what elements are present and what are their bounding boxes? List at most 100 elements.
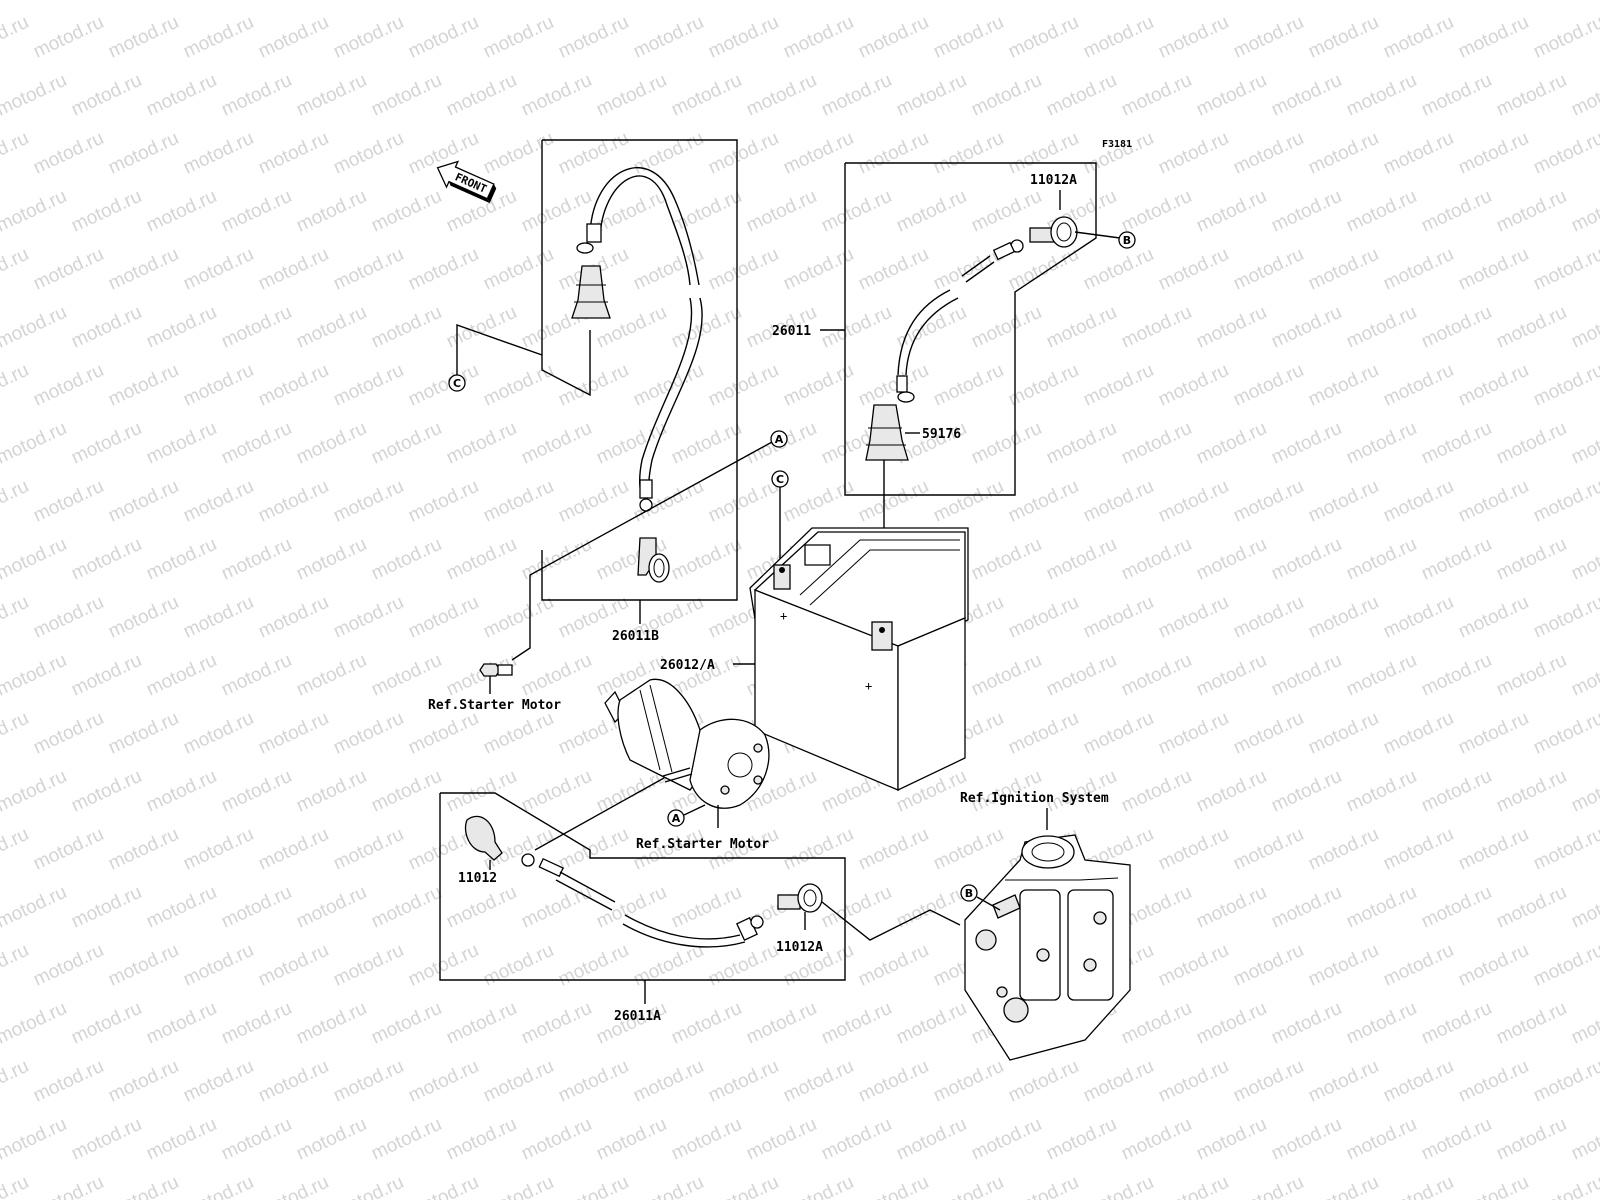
watermark-text: motod.ru — [930, 1056, 1007, 1107]
watermark-text: motod.ru — [330, 708, 407, 759]
watermark-text: motod.ru — [1268, 1114, 1345, 1165]
watermark-text: motod.ru — [1418, 70, 1495, 121]
watermark-text: motod.ru — [30, 940, 107, 991]
svg-text:+: + — [865, 679, 872, 693]
watermark-text: motod.ru — [930, 128, 1007, 179]
watermark-text: motod.ru — [855, 1056, 932, 1107]
watermark-text: motod.ru — [30, 592, 107, 643]
watermark-text: motod.ru — [1455, 824, 1532, 875]
callout-c-2: C — [776, 473, 784, 486]
watermark-text: motod.ru — [668, 70, 745, 121]
watermark-text: motod.ru — [1343, 882, 1420, 933]
watermark-text: motod.ru — [30, 476, 107, 527]
watermark-text: motod.ru — [593, 418, 670, 469]
watermark-text: motod.ru — [0, 1114, 70, 1165]
watermark-text: motod.ru — [1268, 418, 1345, 469]
watermark-text: motod.ru — [218, 1114, 295, 1165]
watermark-text: motod.ru — [1268, 302, 1345, 353]
watermark-text: motod.ru — [443, 766, 520, 817]
watermark-text: motod.ru — [1118, 1114, 1195, 1165]
watermark-text: motod.ru — [1305, 476, 1382, 527]
watermark-text: motod.ru — [330, 128, 407, 179]
watermark-text: motod.ru — [1155, 476, 1232, 527]
watermark-text: motod.ru — [218, 766, 295, 817]
watermark-text: motod.ru — [480, 708, 557, 759]
watermark-text: motod.ru — [1080, 592, 1157, 643]
watermark-text: motod.ru — [1418, 1114, 1495, 1165]
watermark-text: motod.ru — [1230, 476, 1307, 527]
watermark-text: motod.ru — [1418, 650, 1495, 701]
watermark-text: motod.ru — [255, 824, 332, 875]
watermark-text: motod.ru — [443, 0, 520, 5]
watermark-text: motod.ru — [705, 360, 782, 411]
watermark-text: motod.ru — [68, 186, 145, 237]
watermark-text: motod.ru — [668, 418, 745, 469]
watermark-text: motod.ru — [893, 302, 970, 353]
watermark-text: motod.ru — [1343, 534, 1420, 585]
watermark-text: motod.ru — [180, 244, 257, 295]
watermark-text: motod.ru — [668, 1114, 745, 1165]
watermark-text: motod.ru — [1230, 824, 1307, 875]
watermark-text: motod.ru — [1268, 650, 1345, 701]
watermark-text: motod.ru — [368, 0, 445, 5]
watermark-text: motod.ru — [1343, 766, 1420, 817]
watermark-text: motod.ru — [555, 1056, 632, 1107]
watermark-text: motod.ru — [1268, 186, 1345, 237]
watermark-text: motod.ru — [1193, 998, 1270, 1049]
watermark-text: motod.ru — [555, 360, 632, 411]
watermark-text: motod.ru — [668, 998, 745, 1049]
svg-text:+: + — [780, 609, 787, 623]
watermark-text: motod.ru — [218, 418, 295, 469]
watermark-text: motod.ru — [443, 882, 520, 933]
watermark-text: motod.ru — [1380, 708, 1457, 759]
watermark-text: motod.ru — [405, 708, 482, 759]
watermark-text: motod.ru — [105, 360, 182, 411]
watermark-text: motod.ru — [218, 882, 295, 933]
watermark-text: motod.ru — [630, 12, 707, 63]
watermark-text: motod.ru — [255, 476, 332, 527]
watermark-text: motod.ru — [855, 360, 932, 411]
watermark-text: motod.ru — [1568, 418, 1600, 469]
watermark-text: motod.ru — [1380, 476, 1457, 527]
watermark-text: motod.ru — [180, 1056, 257, 1107]
watermark-text: motod.ru — [405, 1172, 482, 1200]
watermark-text: motod.ru — [593, 882, 670, 933]
figure-code: F3181 — [1102, 139, 1132, 150]
watermark-text: motod.ru — [68, 302, 145, 353]
watermark-text: motod.ru — [1080, 128, 1157, 179]
watermark-text: motod.ru — [68, 766, 145, 817]
watermark-text: motod.ru — [293, 998, 370, 1049]
watermark-text: motod.ru — [1455, 360, 1532, 411]
watermark-text: motod.ru — [0, 882, 70, 933]
watermark-text: motod.ru — [1530, 128, 1600, 179]
watermark-text: motod.ru — [0, 302, 70, 353]
watermark-text: motod.ru — [630, 1172, 707, 1200]
watermark-text: motod.ru — [218, 186, 295, 237]
watermark-text: motod.ru — [968, 1114, 1045, 1165]
watermark-text: motod.ru — [368, 998, 445, 1049]
watermark-text: motod.ru — [518, 186, 595, 237]
watermark-text: motod.ru — [0, 128, 32, 179]
watermark-text: motod.ru — [1568, 70, 1600, 121]
watermark-text: motod.ru — [180, 12, 257, 63]
watermark-text: motod.ru — [0, 650, 70, 701]
watermark-text: motod.ru — [68, 882, 145, 933]
watermark-text: motod.ru — [518, 882, 595, 933]
watermark-text: motod.ru — [405, 360, 482, 411]
c-leader-line — [456, 324, 591, 397]
watermark-text: motod.ru — [1455, 128, 1532, 179]
watermark-text: motod.ru — [1193, 418, 1270, 469]
watermark-text: motod.ru — [1118, 302, 1195, 353]
watermark-text: motod.ru — [1418, 418, 1495, 469]
callout-a-1: A — [775, 433, 784, 446]
watermark-text: motod.ru — [630, 128, 707, 179]
watermark-text: motod.ru — [705, 12, 782, 63]
watermark-text: motod.ru — [330, 12, 407, 63]
watermark-text: motod.ru — [1043, 418, 1120, 469]
watermark-text: motod.ru — [893, 418, 970, 469]
watermark-text: motod.ru — [1118, 418, 1195, 469]
watermark-text: motod.ru — [1568, 302, 1600, 353]
watermark-text: motod.ru — [1268, 534, 1345, 585]
watermark-text: motod.ru — [630, 1056, 707, 1107]
